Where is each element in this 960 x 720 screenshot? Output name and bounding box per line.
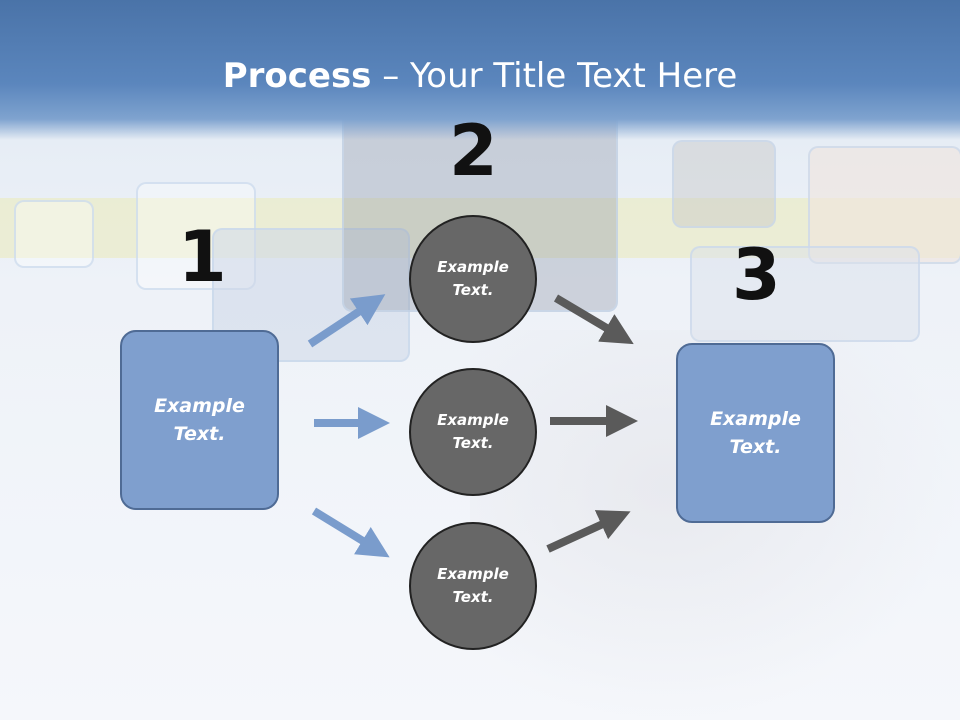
circle-middle-line1: Example xyxy=(437,410,509,429)
background-panel-eeg xyxy=(690,246,920,342)
slide-title: Process – Your Title Text Here xyxy=(0,56,960,96)
background-panel-face xyxy=(672,140,776,228)
arrow-blue-up xyxy=(307,294,386,348)
header-band xyxy=(0,0,960,140)
title-bold: Process xyxy=(222,56,372,96)
right-box-line2: Text. xyxy=(729,436,782,458)
left-box-line1: Example xyxy=(154,394,245,417)
arrow-blue-down xyxy=(311,507,390,558)
circle-top-line1: Example xyxy=(437,257,509,276)
circle-bottom-line2: Text. xyxy=(452,588,494,606)
right-box-line1: Example xyxy=(710,407,801,430)
circle-bottom-line1: Example xyxy=(437,564,509,583)
background-panel-brain xyxy=(808,146,960,264)
title-rest: – Your Title Text Here xyxy=(371,56,738,96)
step-number-3: 3 xyxy=(732,234,781,316)
arrow-gray-up xyxy=(546,510,631,553)
step-number-1: 1 xyxy=(178,216,227,298)
left-box-line2: Text. xyxy=(173,423,226,445)
background-panel-left xyxy=(14,200,94,268)
arrow-gray-down xyxy=(553,294,634,345)
step-number-2: 2 xyxy=(449,110,498,192)
circle-top-line2: Text. xyxy=(452,281,494,299)
circle-middle-line2: Text. xyxy=(452,434,494,452)
